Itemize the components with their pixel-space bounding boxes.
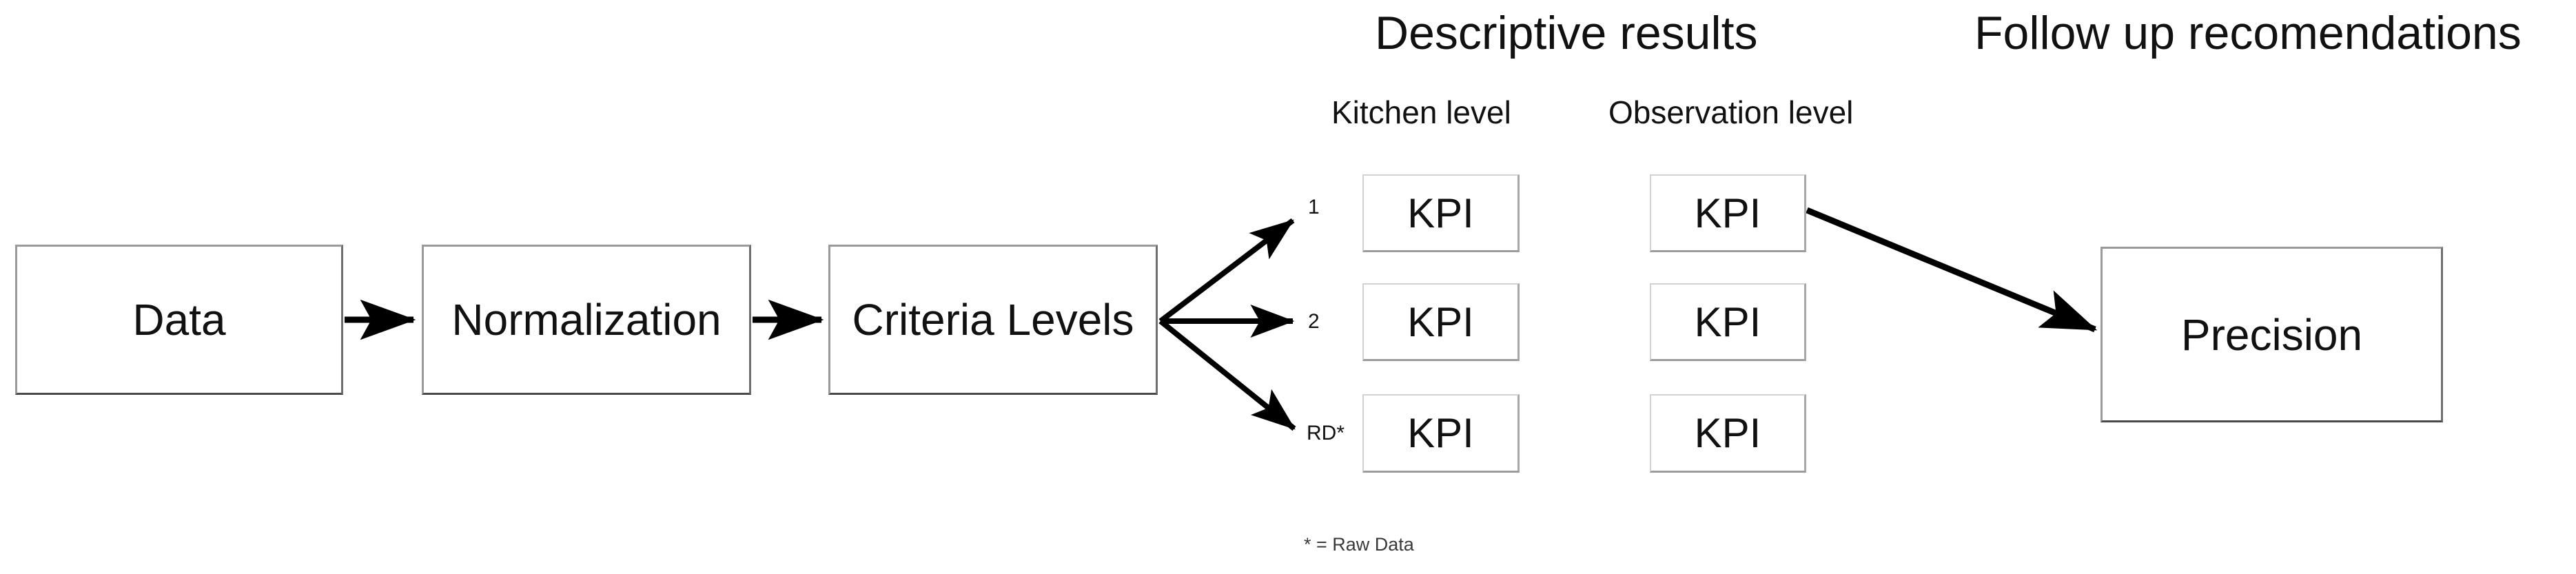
- process-box-criteria-levels[interactable]: Criteria Levels: [828, 245, 1158, 395]
- header-observation-level: Observation level: [1608, 94, 1854, 130]
- kpi-box-kitchen-1[interactable]: KPI: [1362, 174, 1520, 252]
- arrow-criteria-branch-1: [1158, 218, 1295, 324]
- kpi-box-observation-1[interactable]: KPI: [1650, 174, 1806, 252]
- branch-label-raw-data: RD*: [1307, 422, 1345, 444]
- branch-label-2: 2: [1308, 310, 1320, 333]
- arrow-criteria-branch-rd: [1158, 318, 1296, 431]
- kpi-box-observation-3[interactable]: KPI: [1650, 394, 1806, 473]
- kpi-box-observation-2[interactable]: KPI: [1650, 283, 1806, 361]
- footnote-raw-data: * = Raw Data: [1304, 534, 1414, 555]
- header-descriptive-results: Descriptive results: [1375, 7, 1758, 59]
- arrow-kpi-to-precision: [1806, 207, 2098, 333]
- process-box-precision[interactable]: Precision: [2100, 247, 2443, 422]
- header-kitchen-level: Kitchen level: [1331, 94, 1511, 130]
- process-box-data[interactable]: Data: [15, 245, 343, 395]
- header-follow-up-recommendations: Follow up recomendations: [1974, 7, 2522, 59]
- branch-label-1: 1: [1308, 196, 1320, 218]
- kpi-box-kitchen-2[interactable]: KPI: [1362, 283, 1520, 361]
- kpi-box-kitchen-3[interactable]: KPI: [1362, 394, 1520, 473]
- process-box-normalization[interactable]: Normalization: [422, 245, 751, 395]
